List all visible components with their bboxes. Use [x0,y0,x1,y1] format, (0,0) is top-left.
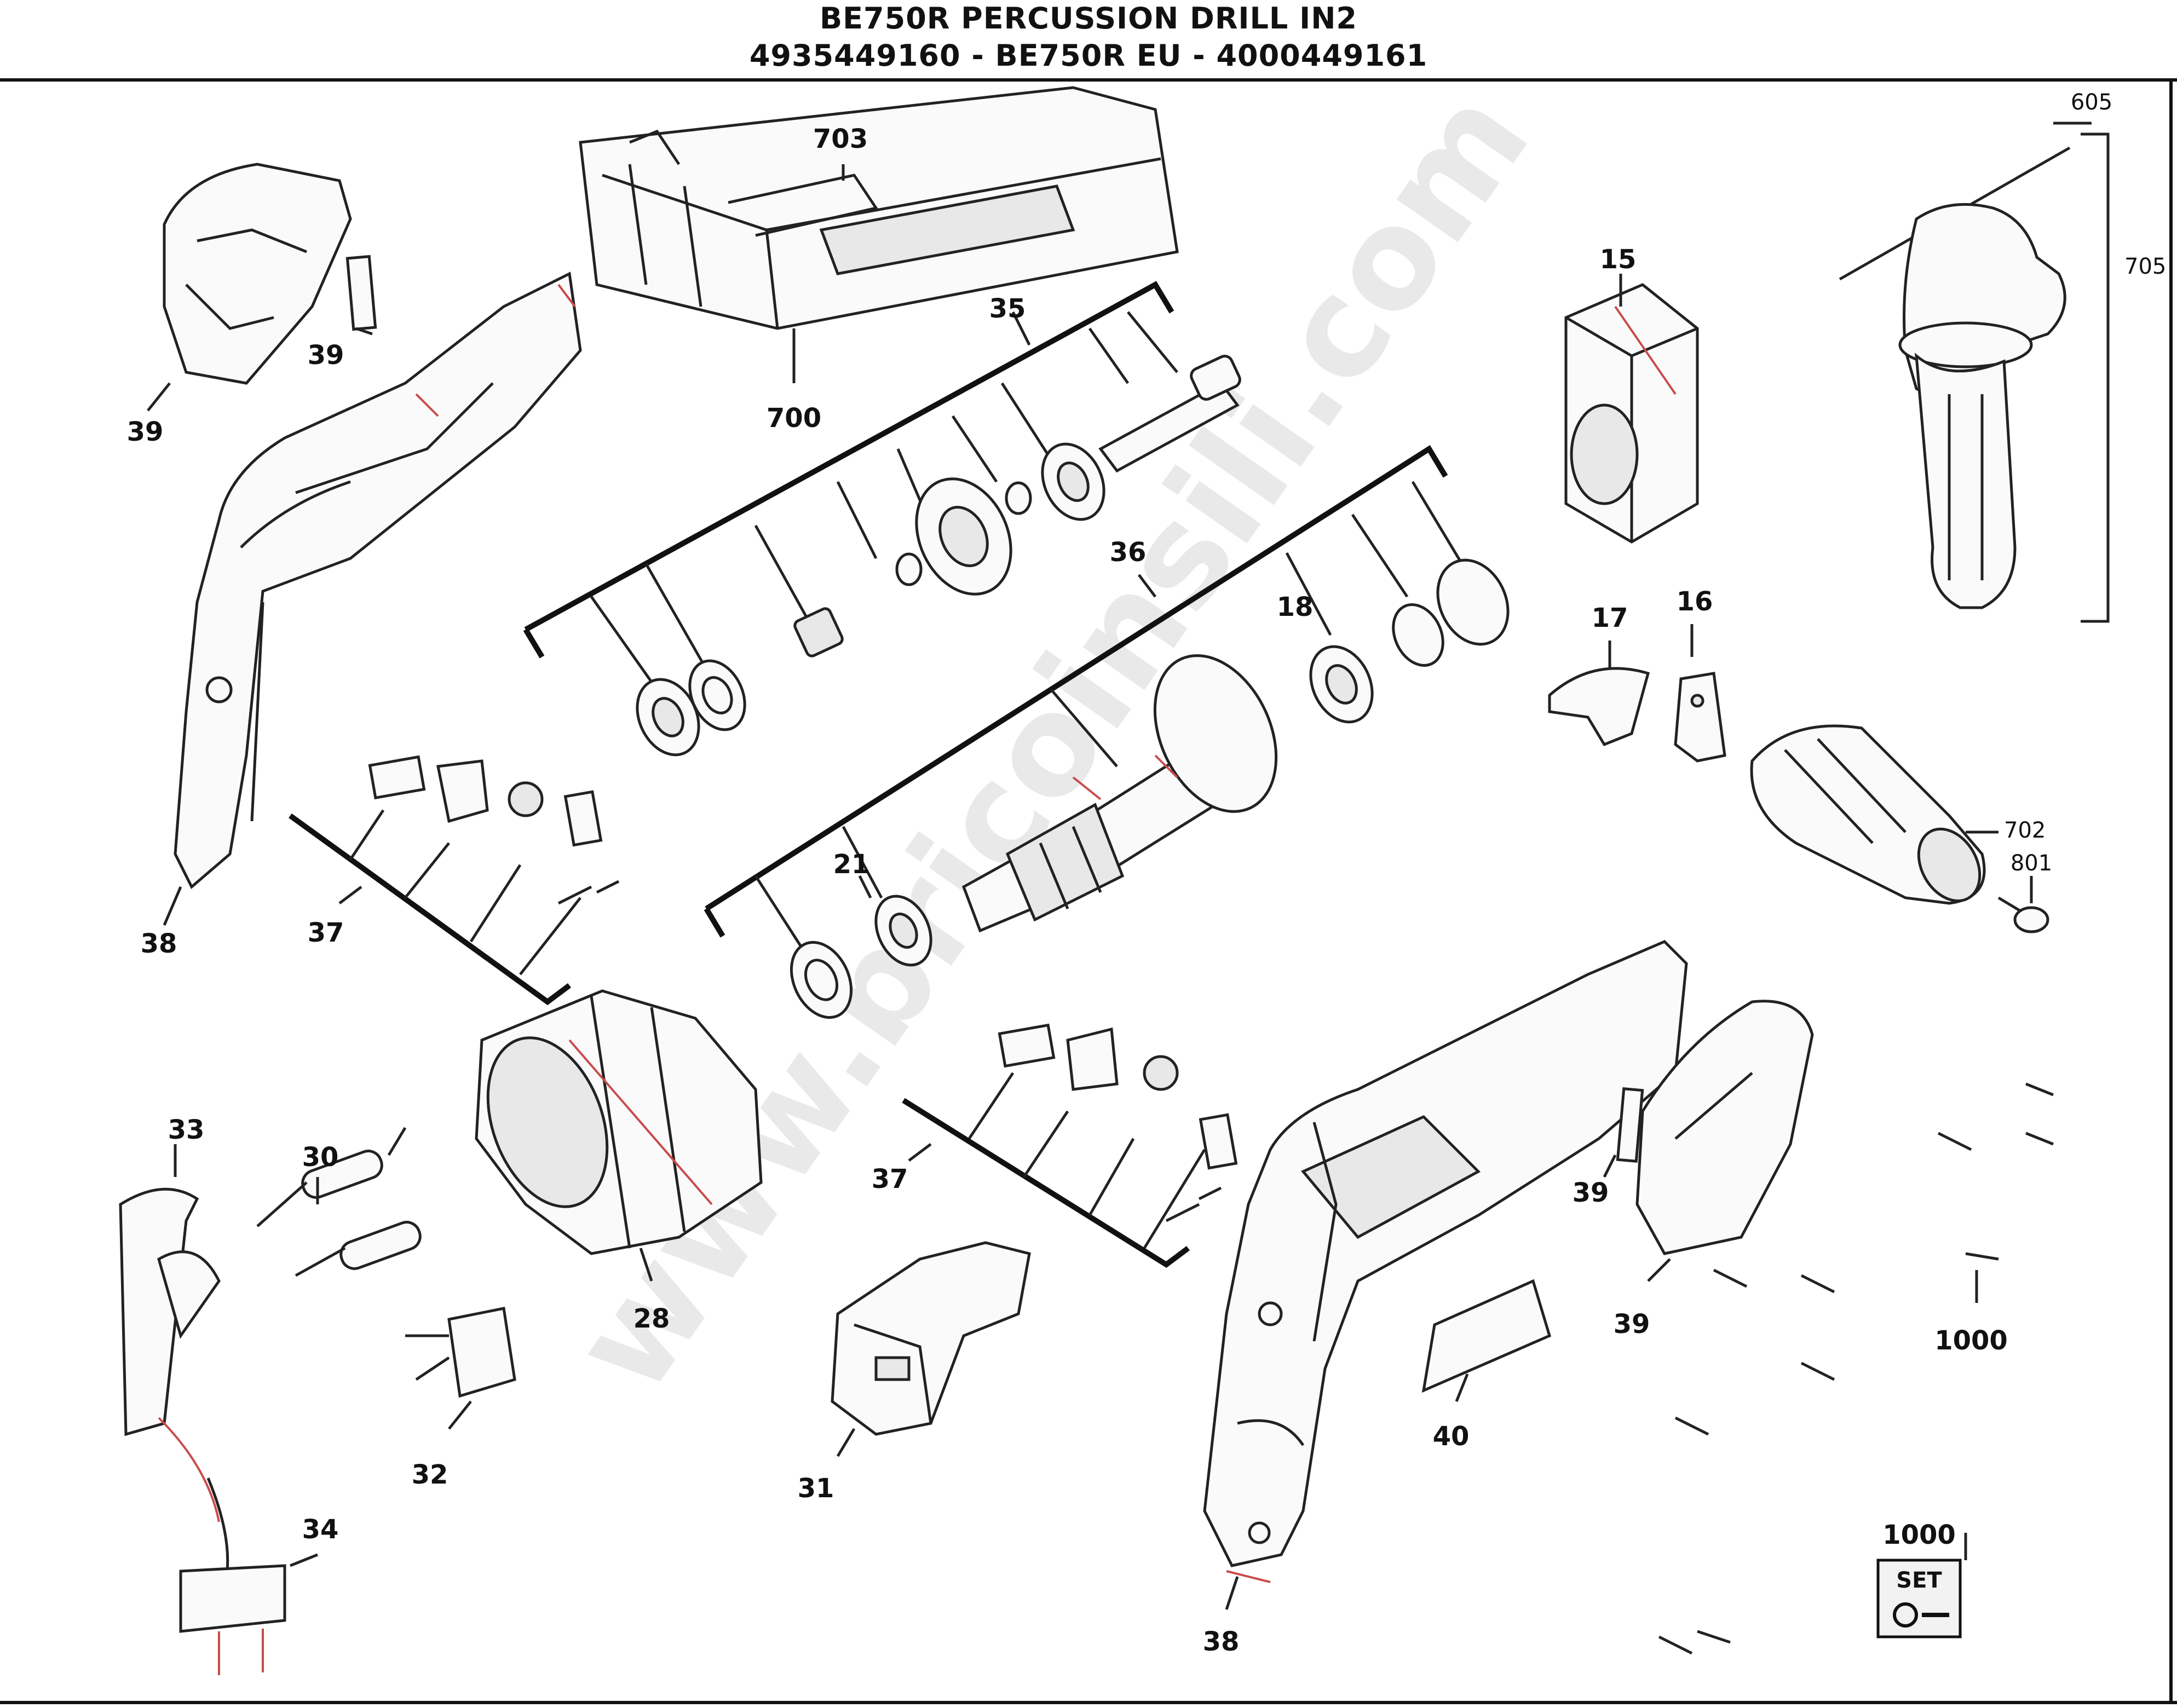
leader-36 [1138,574,1156,598]
plate-part [1674,672,1726,763]
callout-37-center: 37 [872,1164,908,1195]
callout-705: 705 [2124,254,2166,279]
armature-assembly [704,445,1510,1019]
callout-700: 700 [767,403,821,434]
callout-15: 15 [1600,244,1637,275]
callout-702: 702 [2004,818,2046,843]
stator-part [475,989,763,1255]
leader-28 [639,1248,653,1282]
callout-703: 703 [813,124,868,154]
callout-31: 31 [798,1473,834,1504]
callout-1000-set: 1000 [1882,1520,1956,1550]
callout-33: 33 [168,1115,205,1145]
callout-30: 30 [302,1142,339,1173]
rating-label-part [1421,1279,1552,1393]
diagram-subtitle: 4935449160 - BE750R EU - 4000449161 [749,38,1428,73]
assembled-drill-part [1203,940,1688,1583]
suppressor-part [405,1307,516,1398]
chuck-screw-part [1997,896,2049,933]
callout-35: 35 [989,293,1026,324]
callout-39-cover-upper: 39 [1573,1178,1609,1208]
leader-37a [338,886,362,904]
callout-38-right: 38 [1203,1626,1240,1657]
side-handle-part [1839,146,2071,609]
brush-holder-set-left [289,755,620,1006]
leader-39c [1603,1154,1617,1178]
switch-housing-part [1564,283,1699,544]
leader-31 [836,1428,856,1457]
clip-part [1548,667,1650,747]
leader-37b [908,1143,932,1162]
callout-39-upper: 39 [308,340,344,371]
leader-35 [1011,311,1031,346]
title-block: BE750R PERCUSSION DRILL IN2 4935449160 -… [0,0,2177,77]
bracket-705 [2081,132,2110,623]
leader-32 [448,1400,472,1430]
housing-half-left-part [174,272,582,889]
callout-1000-screws: 1000 [1934,1325,2008,1356]
diagram-title: BE750R PERCUSSION DRILL IN2 [820,1,1357,36]
carry-case-part [579,86,1179,330]
leader-38b [1225,1576,1239,1610]
leader-39d [1647,1258,1671,1282]
leader-38a [163,886,182,926]
callout-36: 36 [1110,537,1147,568]
callout-605: 605 [2071,90,2112,115]
callout-34: 34 [302,1514,339,1545]
leader-34 [290,1553,318,1567]
callout-801: 801 [2011,851,2052,876]
gear-shaft-assembly [523,281,1241,757]
housing-screws-part [1658,1082,2054,1655]
chuck-part [1750,724,1986,905]
leader-39a [355,327,373,336]
set-badge: SET [1876,1559,1962,1638]
set-badge-label: SET [1896,1568,1942,1593]
callout-40: 40 [1433,1421,1470,1452]
callout-16: 16 [1677,586,1713,617]
trigger-switch-part [831,1241,1031,1436]
callout-39-left: 39 [127,417,164,447]
callout-21: 21 [833,849,870,880]
callout-37-left: 37 [308,918,344,948]
callout-17: 17 [1592,603,1628,633]
brush-holder-set-center [902,1023,1238,1268]
callout-38-left: 38 [141,928,177,959]
leader-21 [858,875,872,899]
callout-32: 32 [412,1459,448,1490]
leader-40 [1455,1374,1469,1402]
leader-39b [147,382,171,412]
power-cord-part [119,1187,286,1675]
gear-cover-right-part [1616,1000,1814,1255]
callout-28: 28 [633,1303,670,1334]
callout-18: 18 [1277,592,1314,622]
gear-cover-part [163,163,377,385]
capacitor-part [256,1127,422,1277]
callout-39-cover-lower: 39 [1614,1309,1650,1340]
